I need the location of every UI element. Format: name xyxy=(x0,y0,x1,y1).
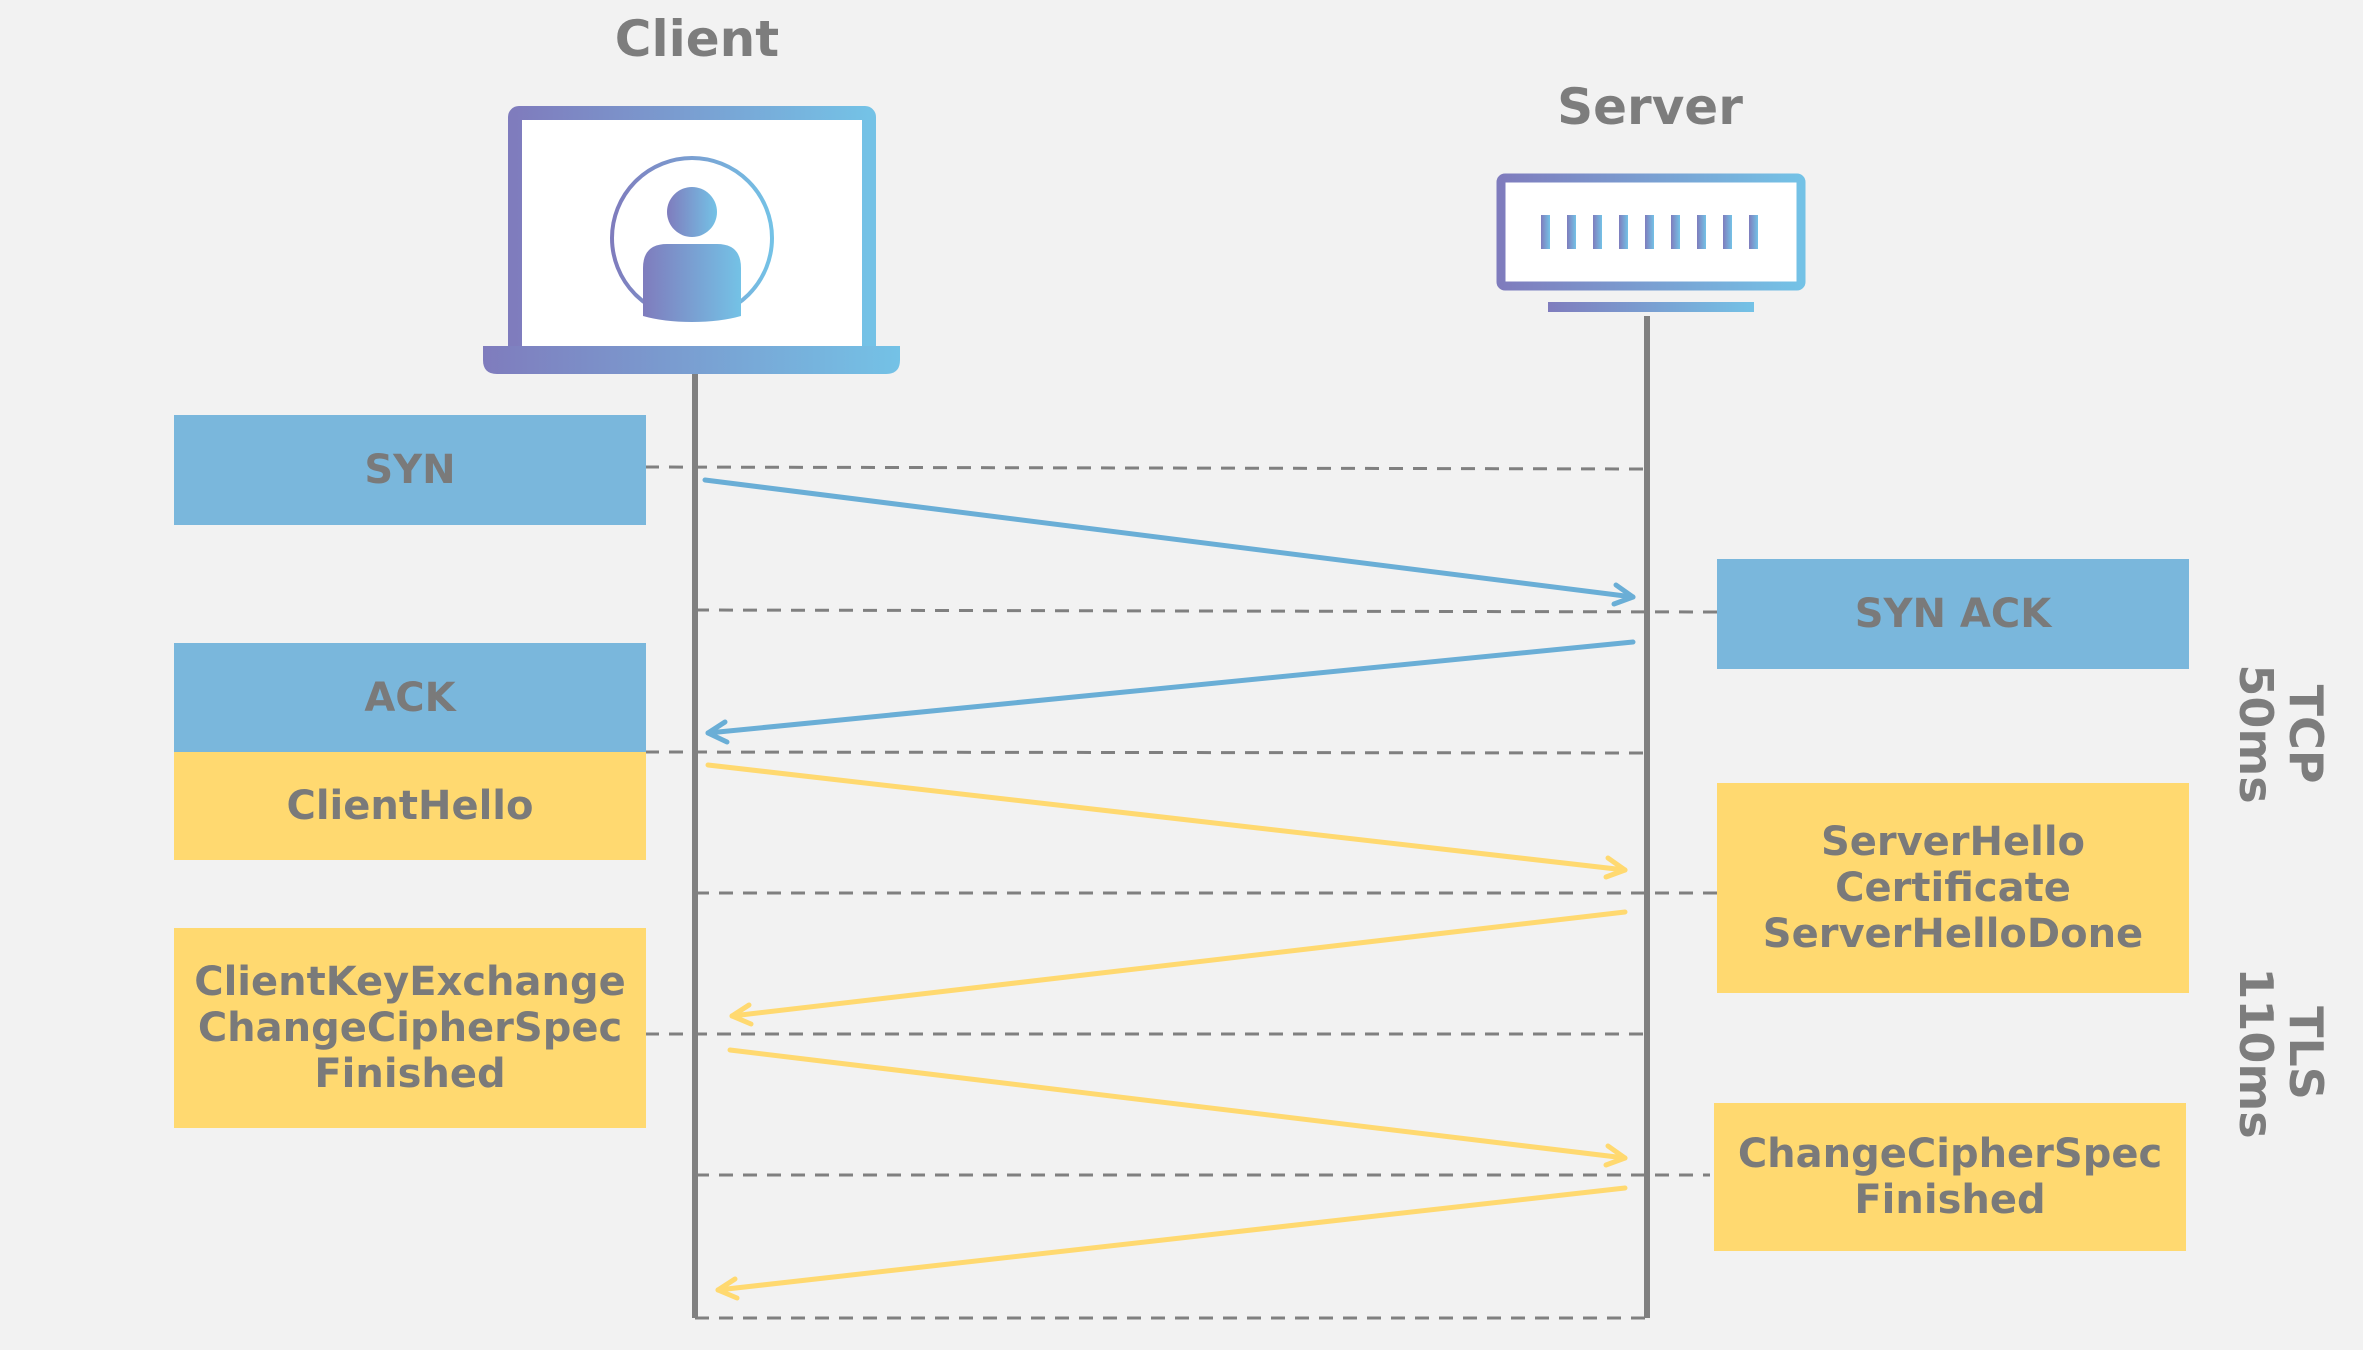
client-key-exchange-box: ClientKeyExchange ChangeCipherSpec Finis… xyxy=(174,928,646,1128)
arrow-client-key xyxy=(727,1047,1628,1168)
dashed-guides xyxy=(644,465,1718,1320)
arrow-syn xyxy=(702,477,1636,607)
arrow-client-hello xyxy=(705,762,1628,880)
client-key-line-1: ClientKeyExchange xyxy=(194,959,626,1005)
laptop-icon xyxy=(483,106,900,374)
tcp-phase-duration: 50ms xyxy=(2229,664,2283,804)
server-hello-line-1: ServerHello xyxy=(1820,819,2086,865)
client-key-line-2: ChangeCipherSpec xyxy=(197,1005,623,1051)
server-finish-box: ChangeCipherSpec Finished xyxy=(1714,1103,2186,1251)
client-hello-box: ClientHello xyxy=(174,752,646,860)
syn-ack-box: SYN ACK xyxy=(1717,559,2189,669)
ack-label: ACK xyxy=(364,674,456,721)
tls-phase-name: TLS xyxy=(2279,1006,2333,1100)
syn-box: SYN xyxy=(174,415,646,525)
server-icon xyxy=(1496,173,1806,312)
tls-phase-duration: 110ms xyxy=(2229,967,2283,1139)
server-hello-line-3: ServerHelloDone xyxy=(1762,911,2144,957)
syn-label: SYN xyxy=(364,447,456,493)
server-finish-line-1: ChangeCipherSpec xyxy=(1737,1131,2163,1177)
tcp-phase-label: TCP 50ms xyxy=(2229,634,2333,834)
ack-box: ACK xyxy=(174,643,646,752)
tls-phase-label: TLS 110ms xyxy=(2229,953,2333,1153)
arrow-server-finish xyxy=(715,1185,1628,1301)
server-hello-box: ServerHello Certificate ServerHelloDone xyxy=(1717,783,2189,993)
client-key-line-3: Finished xyxy=(314,1051,506,1097)
client-hello-label: ClientHello xyxy=(286,783,534,829)
arrow-syn-ack xyxy=(705,639,1636,745)
server-finish-line-2: Finished xyxy=(1854,1177,2046,1223)
server-hello-line-2: Certificate xyxy=(1835,865,2071,911)
tcp-phase-name: TCP xyxy=(2279,684,2333,784)
syn-ack-label: SYN ACK xyxy=(1854,591,2052,637)
user-avatar-icon xyxy=(610,156,774,322)
arrow-server-hello xyxy=(729,909,1628,1027)
server-title: Server xyxy=(1557,78,1743,136)
client-title: Client xyxy=(614,10,780,68)
